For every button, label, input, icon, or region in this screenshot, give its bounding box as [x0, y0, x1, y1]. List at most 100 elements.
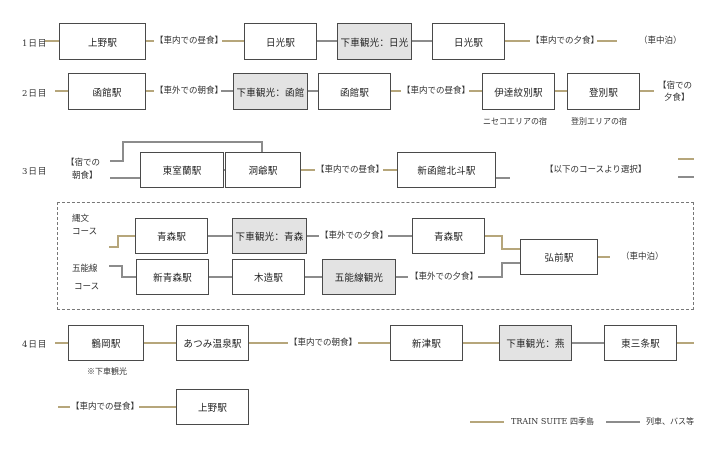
connector-line [501, 248, 520, 250]
connector-line [249, 342, 288, 344]
connector-line [122, 141, 263, 143]
connector-line [261, 141, 263, 153]
connector-line [412, 40, 432, 42]
connector-line [45, 40, 59, 42]
connector-line [678, 158, 694, 160]
station-box-aomori-2: 青森駅 [412, 218, 485, 254]
overnight-note: （車中泊） [639, 36, 682, 46]
connector-line [678, 176, 694, 178]
meal-note: 【車内での昼食】 [155, 36, 224, 46]
station-box-ueno: 上野駅 [59, 23, 146, 60]
connector-line [307, 235, 319, 237]
connector-line [121, 276, 136, 278]
connector-line [555, 90, 567, 92]
sightseeing-box-hakodate: 下車観光：函館 [233, 73, 308, 110]
connector-line [301, 169, 315, 171]
legend-label-train-suite: TRAIN SUITE 四季島 [511, 417, 594, 426]
meal-note: 【車内での朝食】 [289, 338, 358, 348]
connector-line [109, 246, 118, 248]
connector-line [572, 342, 604, 344]
station-box-shin-hakodate-hokuto: 新函館北斗駅 [397, 152, 496, 188]
meal-note: 【車外での朝食】 [155, 86, 224, 96]
day-label-2: 2日目 [22, 89, 48, 99]
connector-line [55, 90, 68, 92]
connector-line [598, 256, 610, 258]
connector-line [55, 342, 68, 344]
sightseeing-box-gonosen: 五能線観光 [322, 259, 396, 295]
connector-line [121, 265, 123, 278]
station-box-toya: 洞爺駅 [225, 152, 301, 188]
connector-line [222, 40, 244, 42]
course-label-jomon: 縄文 [72, 214, 90, 224]
connector-line [144, 342, 176, 344]
connector-line [58, 406, 70, 408]
connector-line [146, 90, 154, 92]
sightseeing-footnote: ※下車観光 [87, 367, 127, 376]
course-label-gonosen: コース [74, 282, 100, 292]
station-box-niitsu: 新津駅 [390, 325, 463, 361]
legend-swatch-other [606, 421, 640, 423]
meal-note: 【車内での昼食】 [71, 402, 140, 412]
connector-line [139, 406, 176, 408]
station-box-noboribetsu: 登別駅 [567, 73, 640, 110]
station-box-ueno-2: 上野駅 [176, 389, 249, 425]
connector-line [501, 262, 520, 264]
hotel-note-niseko: ニセコエリアの宿 [483, 117, 547, 126]
connector-line [221, 90, 233, 92]
station-box-aomori: 青森駅 [135, 218, 208, 254]
station-box-tsuruoka: 鶴岡駅 [68, 325, 144, 361]
station-box-hakodate-2: 函館駅 [318, 73, 391, 110]
connector-line [208, 235, 232, 237]
station-box-higashi-muroran: 東室蘭駅 [140, 152, 224, 188]
sightseeing-box-nikko: 下車観光：日光 [337, 23, 412, 60]
connector-line [469, 90, 482, 92]
connector-line [597, 40, 617, 42]
connector-line [501, 235, 503, 250]
station-box-atsumi-onsen: あつみ温泉駅 [176, 325, 249, 361]
station-box-date-mombetsu: 伊達紋別駅 [482, 73, 555, 110]
station-box-kizukuri: 木造駅 [232, 259, 305, 295]
connector-line [496, 177, 510, 179]
connector-line [677, 342, 694, 344]
meal-note: 【車内での昼食】 [316, 165, 385, 175]
legend-swatch-train-suite [470, 421, 504, 423]
connector-line [640, 90, 654, 92]
station-box-shin-aomori: 新青森駅 [136, 259, 209, 295]
connector-line [109, 265, 123, 267]
sightseeing-box-tsubame: 下車観光：燕 [499, 325, 572, 361]
connector-line [117, 235, 119, 248]
legend-label-other: 列車、バス等 [646, 417, 694, 426]
course-select-note: 【以下のコースより選択】 [545, 165, 647, 175]
connector-line [501, 262, 503, 278]
station-box-hakodate: 函館駅 [68, 73, 146, 110]
meal-note: 【車外での夕食】 [410, 272, 479, 282]
connector-line [146, 40, 154, 42]
meal-note: 【車外での夕食】 [320, 231, 389, 241]
connector-line [485, 235, 503, 237]
connector-line [117, 235, 135, 237]
course-options-area [57, 202, 694, 310]
day-label-4: 4日目 [22, 340, 48, 350]
connector-line [110, 177, 140, 179]
connector-line [110, 160, 124, 162]
station-box-nikko: 日光駅 [244, 23, 317, 60]
course-label-jomon: コース [72, 227, 98, 237]
hotel-note-noboribetsu: 登別エリアの宿 [571, 117, 627, 126]
connector-line [358, 342, 390, 344]
sightseeing-box-aomori: 下車観光：青森 [232, 218, 307, 254]
meal-note: 朝食】 [72, 171, 98, 181]
meal-note: 【宿での [66, 158, 101, 168]
meal-note: 【車内での夕食】 [531, 36, 600, 46]
connector-line [308, 90, 318, 92]
station-box-nikko-2: 日光駅 [432, 23, 505, 60]
connector-line [305, 276, 322, 278]
connector-line [478, 276, 503, 278]
meal-note: 夕食】 [664, 93, 690, 103]
station-box-higashi-sanjo: 東三条駅 [604, 325, 677, 361]
connector-line [317, 40, 337, 42]
meal-note: 【車内での昼食】 [402, 86, 471, 96]
connector-line [391, 90, 401, 92]
connector-line [463, 342, 499, 344]
day-label-3: 3日目 [22, 167, 48, 177]
